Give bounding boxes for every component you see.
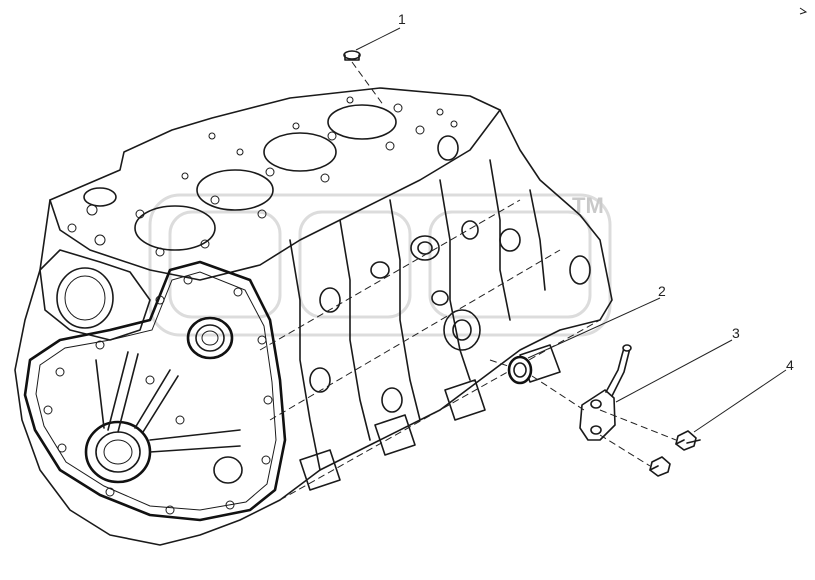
callout-leaders [355, 27, 787, 433]
part-2-o-ring [489, 355, 533, 385]
engine-block [14, 87, 613, 546]
watermark-logo: TM [148, 193, 612, 337]
corner-mark-icon [799, 7, 808, 15]
callout-3: 3 [732, 325, 740, 341]
part-1-plug [343, 50, 385, 107]
part-4-bolts [599, 409, 701, 477]
watermark-tm-mark: TM [572, 193, 604, 218]
callout-1: 1 [398, 11, 406, 27]
callout-4: 4 [786, 357, 794, 373]
callout-2: 2 [658, 283, 666, 299]
part-3-bracket [531, 344, 632, 441]
